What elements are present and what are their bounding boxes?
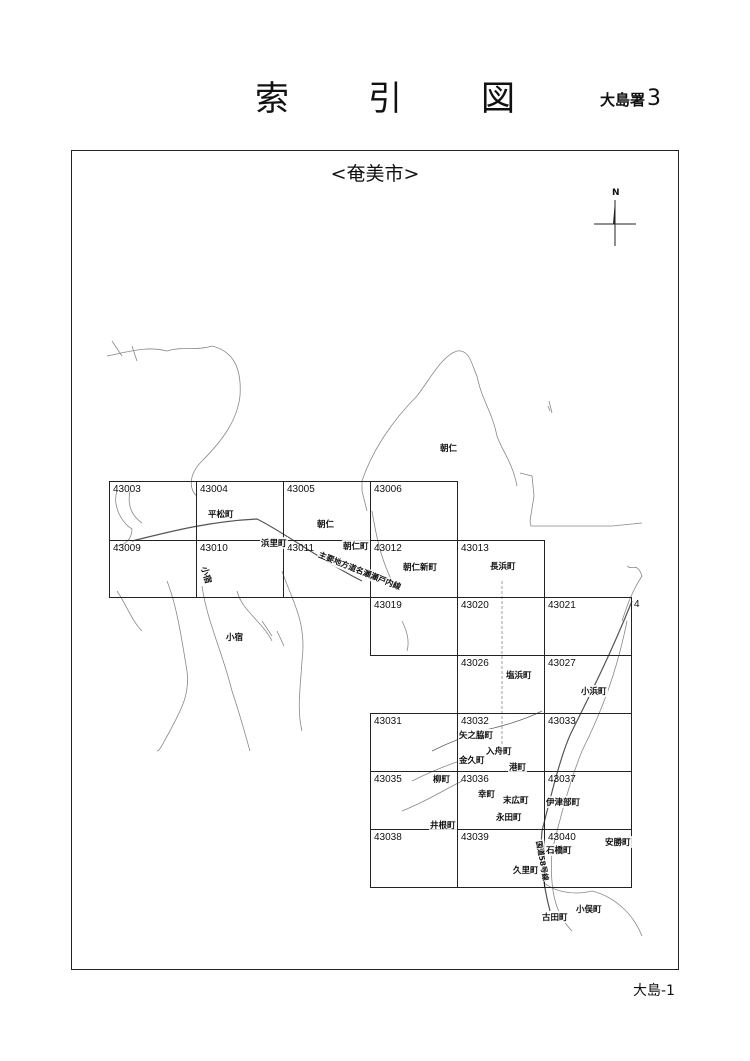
cell-id: 43003 [113,484,141,495]
cell-id: 43010 [200,543,228,554]
cell-id: 43004 [200,484,228,495]
north-label: N [612,188,620,198]
place-name: 末広町 [502,794,530,806]
cell-id: 43033 [548,716,576,727]
place-name: 平松町 [207,508,235,520]
cell-id: 43038 [374,832,402,843]
map-frame: <奄美市> N 43003 43004 43005 43006 43009 43… [71,150,679,970]
place-name: 朝仁 [316,518,336,530]
cell-id: 43019 [374,600,402,611]
cell-id: 43011 [287,543,315,554]
title-char-2: 引 [368,78,402,119]
place-name: 伊津部町 [545,796,582,808]
cell-id: 43032 [461,716,489,727]
place-name: 浜里町 [260,537,288,549]
place-name: 小宿 [225,631,245,643]
place-name: 久里町 [512,864,540,876]
map-linework [106,340,643,937]
place-name: 朝仁新町 [402,561,439,573]
office-name: 大島署 [600,91,646,109]
grid-cell[interactable]: 43009 [109,540,197,598]
place-name: 朝仁町 [342,540,370,552]
cell-id: 43039 [461,832,489,843]
cell-id: 43037 [548,774,576,785]
place-name: 幸町 [477,788,497,800]
compass-icon [594,200,636,246]
grid-cell[interactable]: 43005 [283,481,371,541]
index-map-title: 索 引 図 [255,70,515,120]
place-name: 矢之脇町 [458,729,495,741]
grid-cell[interactable]: 43019 [370,597,458,656]
grid-cell[interactable]: 43021 [544,597,632,656]
place-name: 長浜町 [489,560,517,572]
place-name: 古田町 [541,911,569,923]
place-name: 朝仁 [439,442,459,454]
grid-cell[interactable]: 43006 [370,481,458,541]
cell-id: 43020 [461,600,489,611]
police-office-label: 大島署3 [600,86,661,111]
title-char-3: 図 [481,78,515,119]
page-label: 大島-1 [633,983,675,999]
cell-id: 43006 [374,484,402,495]
place-name: 塩浜町 [505,669,533,681]
place-name: 港町 [508,761,528,773]
place-name: 永田町 [495,811,523,823]
place-name: 柳町 [432,773,452,785]
grid-cell[interactable]: 43038 [370,829,458,888]
cell-id: 43009 [113,543,141,554]
grid-cell[interactable]: 43033 [544,713,632,772]
place-name: 金久町 [458,754,486,766]
cell-id-partial: 4 [634,599,640,610]
cell-id: 43005 [287,484,315,495]
north-arrow: N [592,188,642,248]
cell-id: 43026 [461,658,489,669]
grid-cell[interactable]: 43031 [370,713,458,772]
grid-cell[interactable]: 43039 [457,829,545,888]
city-label: <奄美市> [330,163,420,185]
title-char-1: 索 [255,78,289,119]
place-name: 入舟町 [485,745,513,757]
grid-cell[interactable]: 43026 [457,655,545,714]
place-name: 小俣町 [575,903,603,915]
place-name: 小浜町 [580,685,608,697]
cell-id: 43035 [374,774,402,785]
cell-id: 43040 [548,832,576,843]
office-number: 3 [647,86,662,111]
grid-cell[interactable]: 43020 [457,597,545,656]
cell-id: 43012 [374,543,402,554]
cell-id: 43021 [548,600,576,611]
cell-id: 43036 [461,774,489,785]
place-name: 安勝町 [604,836,632,848]
place-name: 石橋町 [545,844,573,856]
cell-id: 43013 [461,543,489,554]
place-name: 井根町 [429,819,457,831]
cell-id: 43027 [548,658,576,669]
grid-cell[interactable]: 43003 [109,481,197,541]
cell-id: 43031 [374,716,402,727]
